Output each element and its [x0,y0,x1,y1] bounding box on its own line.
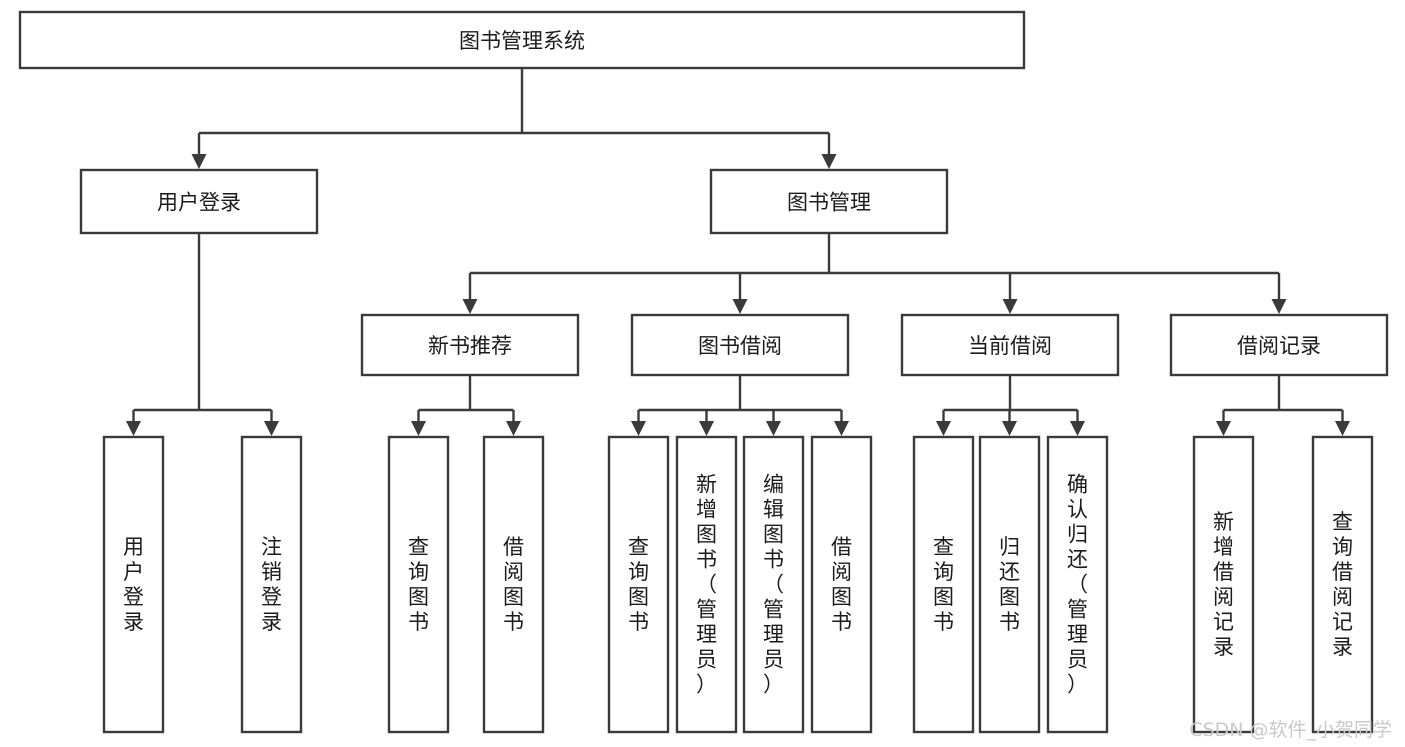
node-leaf-3[interactable]: 借阅图书 [482,435,545,734]
node-label: 注销登录 [261,535,282,634]
node-box[interactable] [360,313,580,377]
arrow-head-icon [126,421,141,436]
arrow-head-icon [699,421,714,436]
csdn-watermark: CSDN @软件_小贺同学 [1189,719,1392,741]
node-box[interactable] [675,435,738,734]
arrow-head-icon [1070,421,1085,436]
node-label: 图书借阅 [698,334,782,358]
node-label: 当前借阅 [968,334,1052,358]
node-leaf-10[interactable]: 确认归还（管理员） [1046,435,1109,734]
arrow-head-icon [462,299,478,314]
arrow-head-icon [1216,421,1231,436]
node-box[interactable] [240,435,303,734]
arrow-head-icon [936,421,951,436]
node-label: 查询图书 [933,535,954,634]
arrow-head-icon [1335,421,1350,436]
node-leaf-8[interactable]: 查询图书 [912,435,975,734]
node-box[interactable] [978,435,1041,734]
node-leaf-2[interactable]: 查询图书 [387,435,450,734]
node-leaf-0[interactable]: 用户登录 [102,435,165,734]
node-label: 查询借阅记录 [1332,510,1353,659]
node-box[interactable] [1311,435,1374,734]
node-label: 新增借阅记录 [1213,510,1234,659]
node-box[interactable] [742,435,805,734]
node-box[interactable] [102,435,165,734]
node-box[interactable] [18,10,1026,70]
arrow-head-icon [732,299,748,314]
arrow-head-icon [1002,421,1017,436]
node-label: 图书管理系统 [459,29,585,53]
node-leaf-12[interactable]: 查询借阅记录 [1311,435,1374,734]
node-box[interactable] [709,168,949,235]
node-level3-3[interactable]: 借阅记录 [1169,313,1389,377]
arrow-head-icon [821,154,837,169]
node-level2-0[interactable]: 用户登录 [79,168,319,235]
arrow-head-icon [191,154,207,169]
node-box[interactable] [1192,435,1255,734]
node-box[interactable] [912,435,975,734]
arrow-head-icon [506,421,521,436]
node-label: 新书推荐 [428,334,512,358]
node-root-0[interactable]: 图书管理系统 [18,10,1026,70]
node-box[interactable] [482,435,545,734]
node-layer: 图书管理系统用户登录图书管理新书推荐图书借阅当前借阅借阅记录用户登录注销登录查询… [18,10,1389,734]
node-leaf-6[interactable]: 编辑图书（管理员） [742,435,805,734]
node-box[interactable] [900,313,1120,377]
node-leaf-5[interactable]: 新增图书（管理员） [675,435,738,734]
node-label: 图书管理 [787,191,871,215]
node-label: 新增图书（管理员） [696,473,717,697]
node-box[interactable] [1046,435,1109,734]
node-leaf-11[interactable]: 新增借阅记录 [1192,435,1255,734]
node-box[interactable] [607,435,670,734]
node-leaf-9[interactable]: 归还图书 [978,435,1041,734]
node-label: 用户登录 [157,191,241,215]
node-box[interactable] [1169,313,1389,377]
node-leaf-1[interactable]: 注销登录 [240,435,303,734]
node-box[interactable] [387,435,450,734]
node-box[interactable] [79,168,319,235]
node-label: 归还图书 [999,535,1020,634]
arrow-head-icon [631,421,646,436]
arrow-head-icon [766,421,781,436]
arrow-head-icon [411,421,426,436]
arrow-head-icon [834,421,849,436]
node-level2-1[interactable]: 图书管理 [709,168,949,235]
node-label: 编辑图书（管理员） [763,473,784,697]
node-label: 确认归还（管理员） [1067,473,1088,697]
node-leaf-4[interactable]: 查询图书 [607,435,670,734]
node-label: 借阅图书 [831,535,852,634]
arrow-head-icon [264,421,279,436]
node-label: 查询图书 [408,535,429,634]
node-label: 借阅记录 [1237,334,1321,358]
node-label: 借阅图书 [503,535,524,634]
node-label: 用户登录 [123,535,144,634]
node-level3-0[interactable]: 新书推荐 [360,313,580,377]
connector-layer [126,68,1350,436]
node-box[interactable] [630,313,850,377]
node-box[interactable] [810,435,873,734]
arrow-head-icon [1002,299,1018,314]
node-label: 查询图书 [628,535,649,634]
node-level3-2[interactable]: 当前借阅 [900,313,1120,377]
arrow-head-icon [1271,299,1287,314]
node-leaf-7[interactable]: 借阅图书 [810,435,873,734]
node-level3-1[interactable]: 图书借阅 [630,313,850,377]
